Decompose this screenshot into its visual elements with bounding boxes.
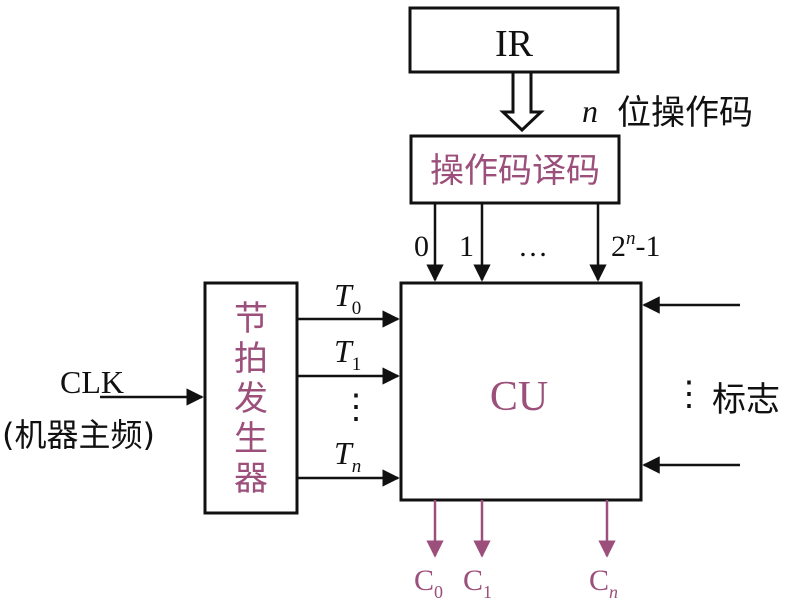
ir-box (408, 6, 620, 74)
tn-sub: n (352, 456, 362, 477)
opcode-bits-label: 位操作码 (617, 93, 753, 133)
clock-gen-char-5: 器 (234, 459, 268, 499)
t0-base: T (334, 277, 354, 313)
c0-sub: 0 (434, 582, 443, 602)
opcode-n-label: n (582, 93, 598, 129)
opcode-decoder-label: 操作码译码 (430, 151, 600, 191)
cu-box (399, 281, 643, 502)
t1-sub: 1 (352, 354, 362, 375)
cu-label: CU (490, 374, 548, 420)
c0-base: C (414, 564, 434, 597)
clock-gen-char-1: 节 (234, 299, 268, 339)
decoder-output-dots: … (518, 230, 548, 263)
clk-label: CLK (60, 364, 124, 400)
cn-label: Cn (589, 564, 618, 602)
decoder-output-last-label: 2n-1 (611, 228, 661, 263)
c1-sub: 1 (483, 582, 492, 602)
clock-generator-box (203, 281, 299, 515)
t1-base: T (334, 333, 354, 369)
last-sup: n (626, 228, 636, 249)
t1-label: T1 (334, 333, 361, 375)
last-base: 2 (611, 230, 626, 263)
t0-sub: 0 (352, 298, 362, 319)
cn-sub: n (609, 582, 618, 602)
timing-dots: ⋮ (339, 389, 373, 426)
ir-to-decoder-arrow (499, 70, 545, 133)
opcode-decoder-box (409, 134, 621, 205)
clock-gen-char-2: 拍 (234, 339, 268, 379)
c0-label: C0 (414, 564, 443, 602)
decoder-output-1-label: 1 (459, 230, 474, 263)
t0-label: T0 (334, 277, 361, 319)
tn-base: T (334, 435, 354, 471)
clock-generator-label: 节 拍 发 生 器 (234, 299, 268, 499)
decoder-output-0-label: 0 (414, 230, 429, 263)
flags-label: 标志 (712, 380, 780, 420)
clock-gen-char-3: 发 (234, 379, 268, 419)
flag-dots: ⋮ (672, 376, 706, 413)
c1-label: C1 (463, 564, 492, 602)
cn-base: C (589, 564, 609, 597)
clock-gen-char-4: 生 (234, 419, 268, 459)
c1-base: C (463, 564, 483, 597)
last-suffix: -1 (636, 230, 661, 263)
clk-sublabel: (机器主频) (2, 416, 155, 454)
tn-label: Tn (334, 435, 361, 477)
ir-label: IR (495, 23, 534, 65)
